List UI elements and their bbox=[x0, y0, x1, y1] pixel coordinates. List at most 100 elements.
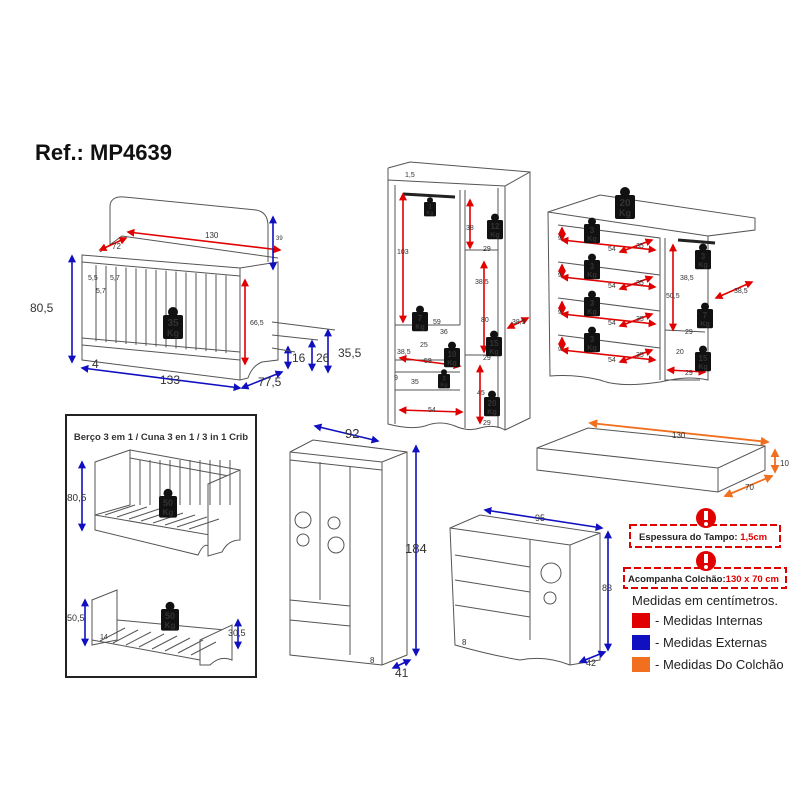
crib-conversion-dimension-label: 14 bbox=[100, 634, 108, 641]
weight-capacity-icons: 35Kg1Kg12Kg7Kg10Kg15Kg3Kg20Kg20Kg3Kg3Kg3… bbox=[159, 187, 713, 631]
weight-value: 3 bbox=[590, 226, 595, 235]
svg-text:Acompanha Colchão:130 x 70 cm: Acompanha Colchão:130 x 70 cm bbox=[628, 574, 779, 585]
bed-slat bbox=[164, 514, 196, 526]
bed-slat bbox=[188, 518, 220, 530]
crib-dimension-label: 72 bbox=[112, 242, 121, 251]
bed-slat bbox=[125, 631, 152, 646]
weight-icon: 7Kg bbox=[697, 302, 713, 329]
dresser-dimension-label: 95 bbox=[535, 513, 545, 523]
wardrobe-interior-drawing bbox=[387, 161, 531, 431]
wardrobe-interior-dimension-label: 29 bbox=[483, 246, 491, 253]
crib-dimension-label: 4 bbox=[92, 357, 99, 371]
wardrobe-dimension-label: 184 bbox=[405, 541, 427, 556]
legend-swatch bbox=[632, 635, 650, 650]
weight-unit: Kg bbox=[447, 358, 457, 367]
weight-unit: Kg bbox=[587, 234, 597, 243]
weight-value: 15 bbox=[699, 354, 708, 363]
crib-conversion-dimension-label: 80,5 bbox=[67, 493, 87, 504]
bed-slat bbox=[99, 627, 126, 642]
bed-slat bbox=[128, 508, 160, 520]
bed-slat bbox=[152, 512, 184, 524]
legend-item-label: - Medidas Internas bbox=[655, 613, 763, 628]
weight-unit: Kg bbox=[700, 319, 710, 328]
weight-unit: Kg bbox=[698, 362, 708, 371]
crib-conversion-panel: Berço 3 em 1 / Cuna 3 en 1 / 3 in 1 Crib bbox=[65, 414, 257, 678]
dresser-interior-dimension-label: 35 bbox=[636, 243, 644, 250]
wardrobe-interior-dimension-label: 38 bbox=[466, 225, 474, 232]
weight-value: 50 bbox=[165, 611, 175, 621]
dresser-interior-drawing bbox=[547, 194, 756, 386]
legend-swatch bbox=[632, 657, 650, 672]
notice-value: 1,5cm bbox=[740, 532, 767, 543]
dresser-interior-dimension-label: 54 bbox=[608, 320, 616, 327]
crib-dimension-label: 66,5 bbox=[250, 320, 264, 327]
dresser-interior-dimension-label: 38,5 bbox=[680, 275, 694, 282]
weight-unit: Kg bbox=[698, 260, 708, 269]
crib-conversion-heading: Berço 3 em 1 / Cuna 3 en 1 / 3 in 1 Crib bbox=[74, 432, 248, 443]
dresser-interior-dimension-label: 35 bbox=[636, 280, 644, 287]
weight-value: 3 bbox=[442, 377, 446, 383]
weight-value: 50 bbox=[163, 498, 173, 508]
weight-icon: 3Kg bbox=[584, 326, 600, 353]
dresser-interior-dimension-label: 20 bbox=[676, 349, 684, 356]
weight-unit: Kg bbox=[490, 230, 500, 239]
crib-conversion-dimension-label: 50,5 bbox=[67, 613, 85, 623]
dresser-dimension-label: 8 bbox=[462, 638, 467, 647]
notice-value: 130 x 70 cm bbox=[726, 574, 779, 585]
drawer-depth-arrow bbox=[618, 238, 654, 254]
mattress-dimension-label: 70 bbox=[745, 483, 754, 492]
notice-label: Acompanha Colchão: bbox=[628, 574, 726, 585]
wardrobe-interior-dimension-label: 103 bbox=[397, 249, 409, 256]
drawer-depth-arrow bbox=[618, 275, 654, 291]
weight-unit: Kg bbox=[163, 508, 174, 517]
bed-slat bbox=[112, 629, 139, 644]
crib-dimension-label: 26 bbox=[316, 351, 330, 365]
dresser-interior-dimension-label: 35 bbox=[636, 316, 644, 323]
svg-text:Espessura do Tampo: 1,5cm: Espessura do Tampo: 1,5cm bbox=[639, 532, 767, 543]
weight-icon: 3Kg bbox=[584, 290, 600, 317]
weight-unit: Kg bbox=[165, 621, 176, 630]
dresser-interior-dimension-label: 9 bbox=[558, 236, 562, 242]
weight-unit: Kg bbox=[415, 322, 425, 331]
wardrobe-interior-dimension-label: 9 bbox=[394, 375, 398, 382]
crib-dimension-label: 80,5 bbox=[30, 301, 54, 315]
weight-unit: Kg bbox=[587, 270, 597, 279]
dresser-dimension-label: 83 bbox=[602, 583, 612, 593]
weight-value: 20 bbox=[619, 198, 631, 209]
weight-value: 20 bbox=[488, 399, 497, 408]
wardrobe-drawing bbox=[289, 423, 420, 669]
wardrobe-interior-dimension-label: 45 bbox=[477, 390, 485, 397]
wardrobe-dimension-label: 41 bbox=[395, 666, 409, 680]
weight-unit: Kg bbox=[587, 307, 597, 316]
wardrobe-interior-dimension-label: 80 bbox=[481, 317, 489, 324]
dresser-interior-dimension-label: 50,5 bbox=[666, 293, 680, 300]
weight-value: 3 bbox=[590, 335, 595, 344]
weight-unit: Kg bbox=[489, 347, 499, 356]
crib-dimension-label: 77,5 bbox=[258, 375, 282, 389]
dresser-interior-dimension-label: 54 bbox=[608, 246, 616, 253]
mattress-dimension-label: 130 bbox=[672, 431, 686, 440]
legend-item-label: - Medidas Externas bbox=[655, 635, 767, 650]
wardrobe-interior-dimension-label: 38,5 bbox=[475, 279, 489, 286]
dresser-interior-dimension-label: 9 bbox=[558, 310, 562, 316]
wardrobe-interior-dimension-label: 1,5 bbox=[405, 172, 415, 179]
legend-swatch bbox=[632, 613, 650, 628]
wardrobe-interior-dimension-label: 35 bbox=[411, 379, 419, 386]
notice-label: Espessura do Tampo: bbox=[639, 532, 738, 543]
weight-value: 12 bbox=[491, 222, 500, 231]
bed-slat bbox=[104, 504, 136, 516]
weight-value: 7 bbox=[418, 314, 423, 323]
drawer-depth-arrow bbox=[618, 312, 654, 328]
bed-slat bbox=[190, 641, 217, 656]
dresser-drawing bbox=[449, 507, 612, 666]
weight-unit: Kg bbox=[440, 383, 447, 389]
